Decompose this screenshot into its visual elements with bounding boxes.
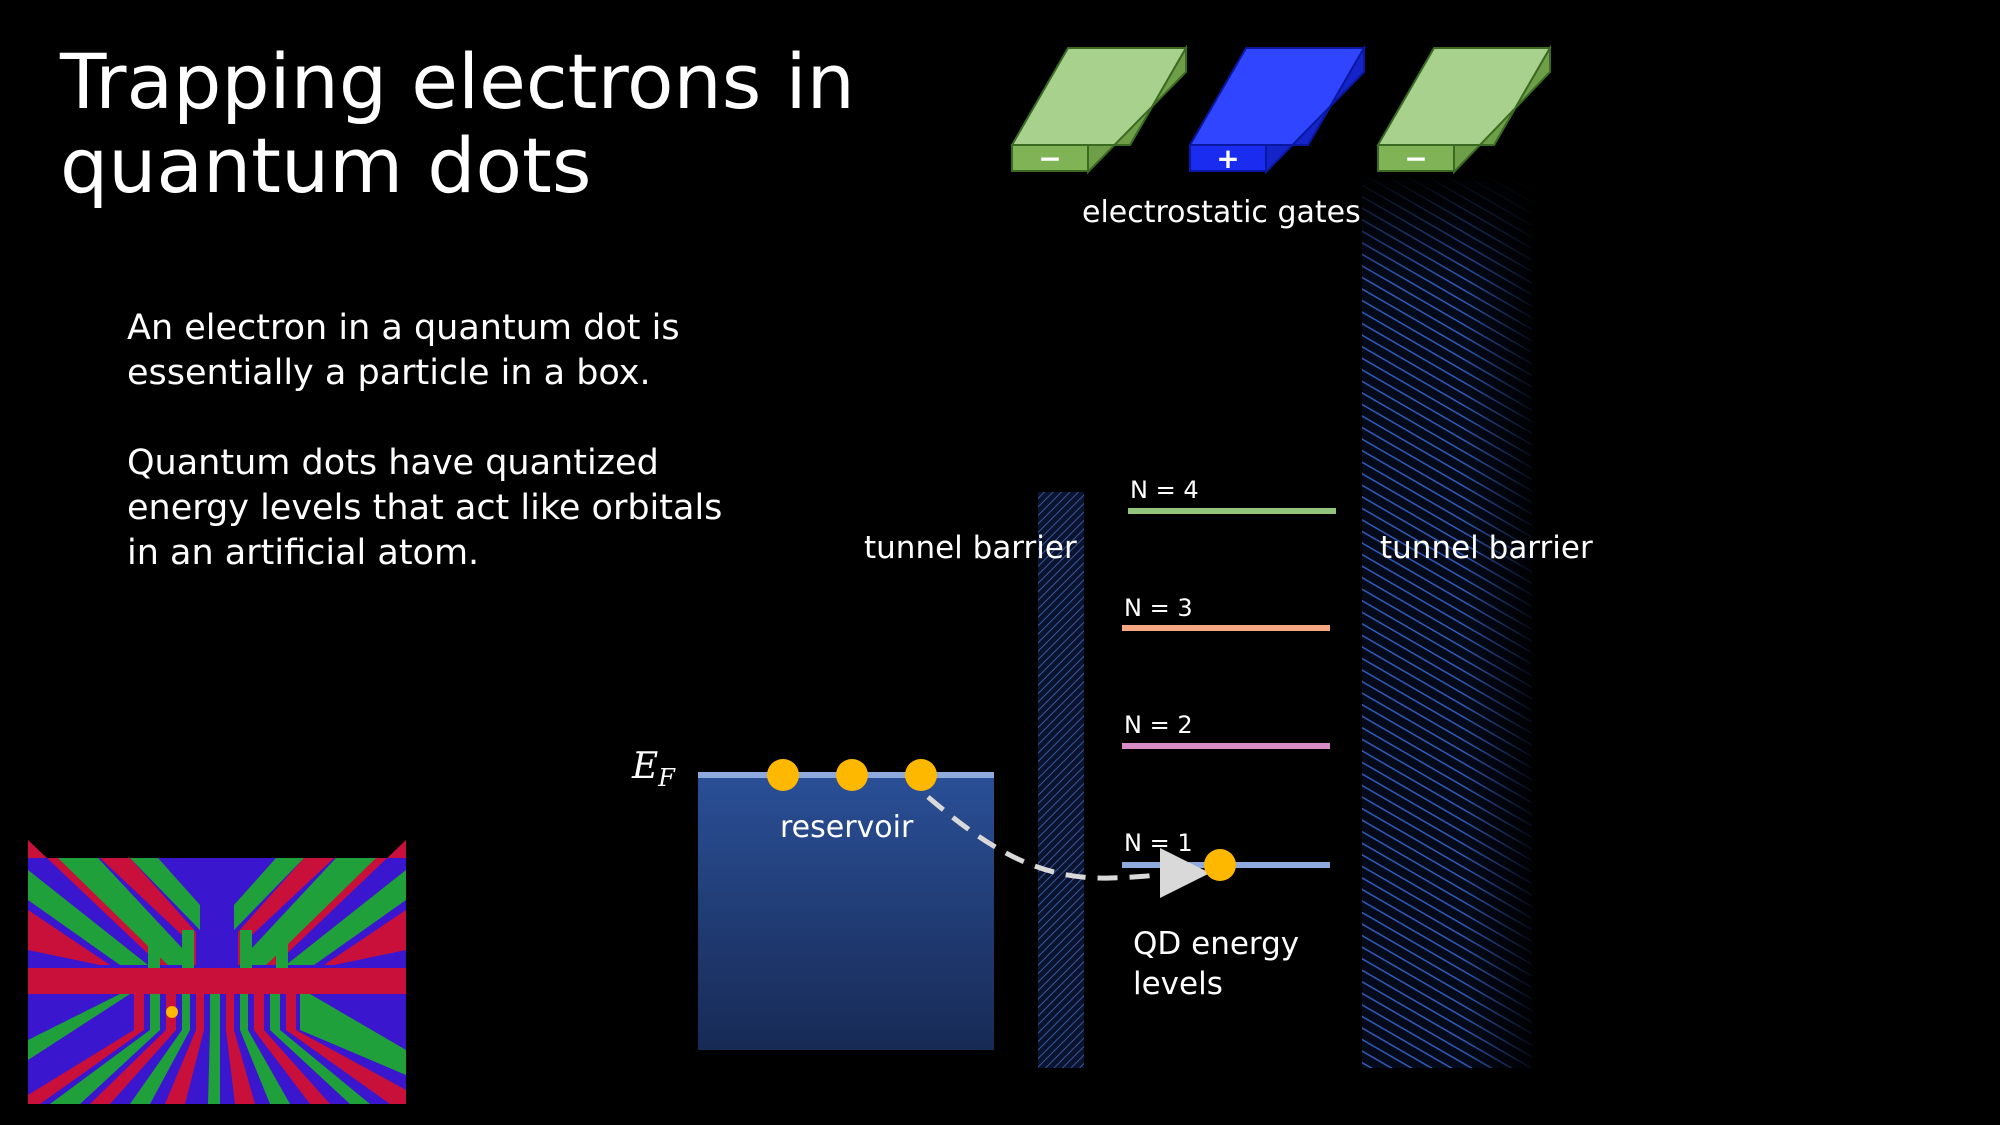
title-line-1: Trapping electrons in xyxy=(60,37,855,126)
gate-right-sign: − xyxy=(1404,142,1427,175)
paragraph-2-line-3: in an artificial atom. xyxy=(127,533,480,573)
tunnel-barrier-left-shape xyxy=(1038,492,1084,1068)
tunnel-barrier-left-label: tunnel barrier xyxy=(864,530,1077,566)
electrostatic-gates-label: electrostatic gates xyxy=(1082,195,1361,230)
reservoir-block xyxy=(698,776,994,1050)
paragraph-particle-in-box: An electron in a quantum dot is essentia… xyxy=(127,306,680,396)
electron-in-dot xyxy=(1204,849,1236,881)
gate-middle xyxy=(1188,44,1366,175)
qd-energy-levels-label: QD energy levels xyxy=(1133,924,1299,1004)
fermi-subscript: F xyxy=(658,764,675,793)
tunnel-barrier-right-label: tunnel barrier xyxy=(1380,530,1593,566)
electron-1 xyxy=(767,759,799,791)
level-n1-label: N = 1 xyxy=(1124,829,1193,857)
slide-title: Trapping electrons in quantum dots xyxy=(60,40,855,208)
title-line-2: quantum dots xyxy=(60,121,592,210)
level-n2-label: N = 2 xyxy=(1124,711,1193,739)
paragraph-quantized-levels: Quantum dots have quantized energy level… xyxy=(127,441,722,576)
gate-left-sign: − xyxy=(1038,142,1061,175)
fermi-symbol: E xyxy=(632,746,659,787)
paragraph-2-line-2: energy levels that act like orbitals xyxy=(127,488,723,528)
paragraph-2-line-1: Quantum dots have quantized xyxy=(127,443,659,483)
qd-label-line-1: QD energy xyxy=(1133,926,1300,962)
paragraph-1-line-1: An electron in a quantum dot is xyxy=(127,308,680,348)
level-n3-label: N = 3 xyxy=(1124,594,1193,622)
gate-middle-sign: + xyxy=(1216,142,1239,175)
electron-2 xyxy=(836,759,868,791)
paragraph-1-line-2: essentially a particle in a box. xyxy=(127,353,651,393)
gate-left xyxy=(1010,44,1188,175)
gate-right xyxy=(1376,44,1552,175)
electron-3 xyxy=(905,759,937,791)
tunnel-barrier-right-shape xyxy=(1362,175,1532,1068)
device-image xyxy=(28,840,406,1104)
fermi-energy-label: EF xyxy=(632,746,675,792)
reservoir-label: reservoir xyxy=(780,810,914,845)
level-n4-label: N = 4 xyxy=(1130,476,1199,504)
qd-label-line-2: levels xyxy=(1133,966,1223,1002)
tunneling-arrow xyxy=(926,795,1210,899)
